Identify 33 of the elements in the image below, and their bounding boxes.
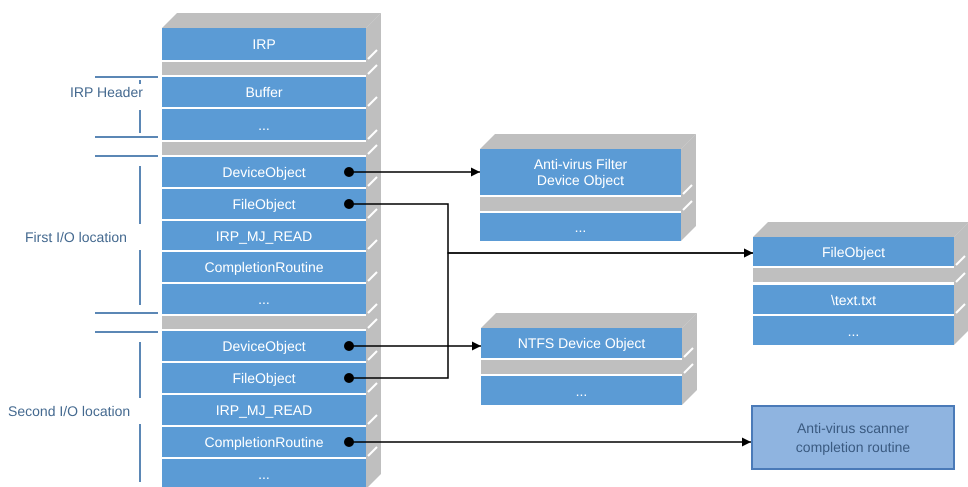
field-row: IRP_MJ_READ: [162, 395, 366, 425]
field-row: \text.txt: [753, 285, 954, 314]
bar-shape: [162, 316, 366, 329]
field-row: CompletionRoutine: [162, 427, 366, 457]
field-row: DeviceObject: [162, 157, 366, 187]
field-row: ...: [753, 316, 954, 345]
field-row: Buffer: [162, 77, 366, 107]
field-row: NTFS Device Object: [481, 328, 682, 358]
bar-shape: [753, 268, 954, 282]
field-row: FileObject: [162, 363, 366, 393]
field-row: ...: [162, 459, 366, 487]
bracket-label: Second I/O location: [8, 403, 130, 419]
field-row: IRP_MJ_READ: [162, 221, 366, 250]
connector-arrow: [344, 341, 481, 351]
field-row: ...: [162, 284, 366, 314]
field-row: CompletionRoutine: [162, 252, 366, 282]
routine-box: Anti-virus scanner completion routine: [751, 405, 955, 470]
bar-shape: [162, 142, 366, 155]
bracket-label: First I/O location: [25, 229, 127, 245]
field-row: ...: [162, 109, 366, 140]
bar-shape: [162, 62, 366, 75]
field-row: IRP: [162, 28, 366, 60]
field-row: FileObject: [753, 237, 954, 266]
field-row: FileObject: [162, 189, 366, 219]
field-row: DeviceObject: [162, 331, 366, 361]
field-row: ...: [481, 376, 682, 405]
field-row: Anti-virus Filter Device Object: [480, 149, 681, 195]
connector-arrow: [344, 248, 753, 383]
bar-shape: [480, 197, 681, 211]
bracket-label: IRP Header: [70, 84, 143, 100]
connector-arrow: [344, 437, 751, 447]
connector-arrow: [344, 167, 480, 177]
field-row: ...: [480, 213, 681, 241]
